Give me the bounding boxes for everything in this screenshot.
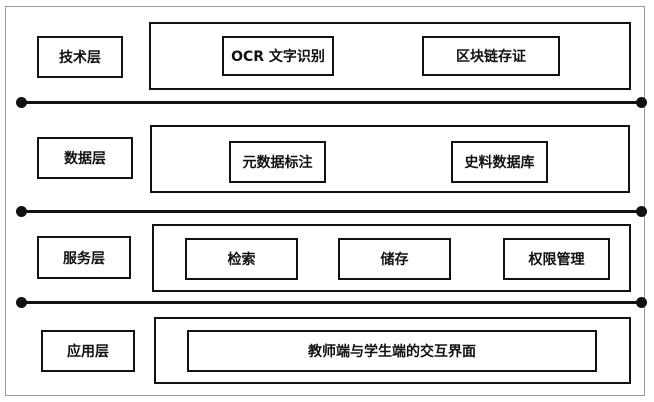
node-ocr: OCR 文字识别 bbox=[222, 36, 334, 76]
separator-dot-left-3 bbox=[16, 297, 27, 308]
layer-label-service: 服务层 bbox=[37, 236, 131, 279]
separator-dot-right-3 bbox=[636, 297, 647, 308]
node-storage: 储存 bbox=[338, 238, 451, 280]
layer-label-data: 数据层 bbox=[37, 137, 133, 179]
diagram-frame bbox=[5, 6, 645, 396]
node-search: 检索 bbox=[185, 238, 298, 280]
node-archive-db: 史料数据库 bbox=[451, 141, 548, 183]
node-metadata: 元数据标注 bbox=[229, 141, 326, 183]
separator-dot-right-1 bbox=[636, 97, 647, 108]
separator-line-3 bbox=[22, 301, 642, 304]
separator-dot-left-2 bbox=[16, 206, 27, 217]
node-blockchain: 区块链存证 bbox=[422, 36, 560, 76]
node-permission: 权限管理 bbox=[503, 238, 610, 280]
layer-label-application: 应用层 bbox=[41, 330, 135, 372]
separator-dot-right-2 bbox=[636, 206, 647, 217]
layer-label-tech: 技术层 bbox=[37, 36, 123, 78]
layer-container-data bbox=[150, 125, 630, 193]
separator-dot-left-1 bbox=[16, 97, 27, 108]
separator-line-2 bbox=[22, 210, 642, 213]
separator-line-1 bbox=[22, 101, 642, 104]
node-interaction-ui: 教师端与学生端的交互界面 bbox=[187, 330, 597, 372]
